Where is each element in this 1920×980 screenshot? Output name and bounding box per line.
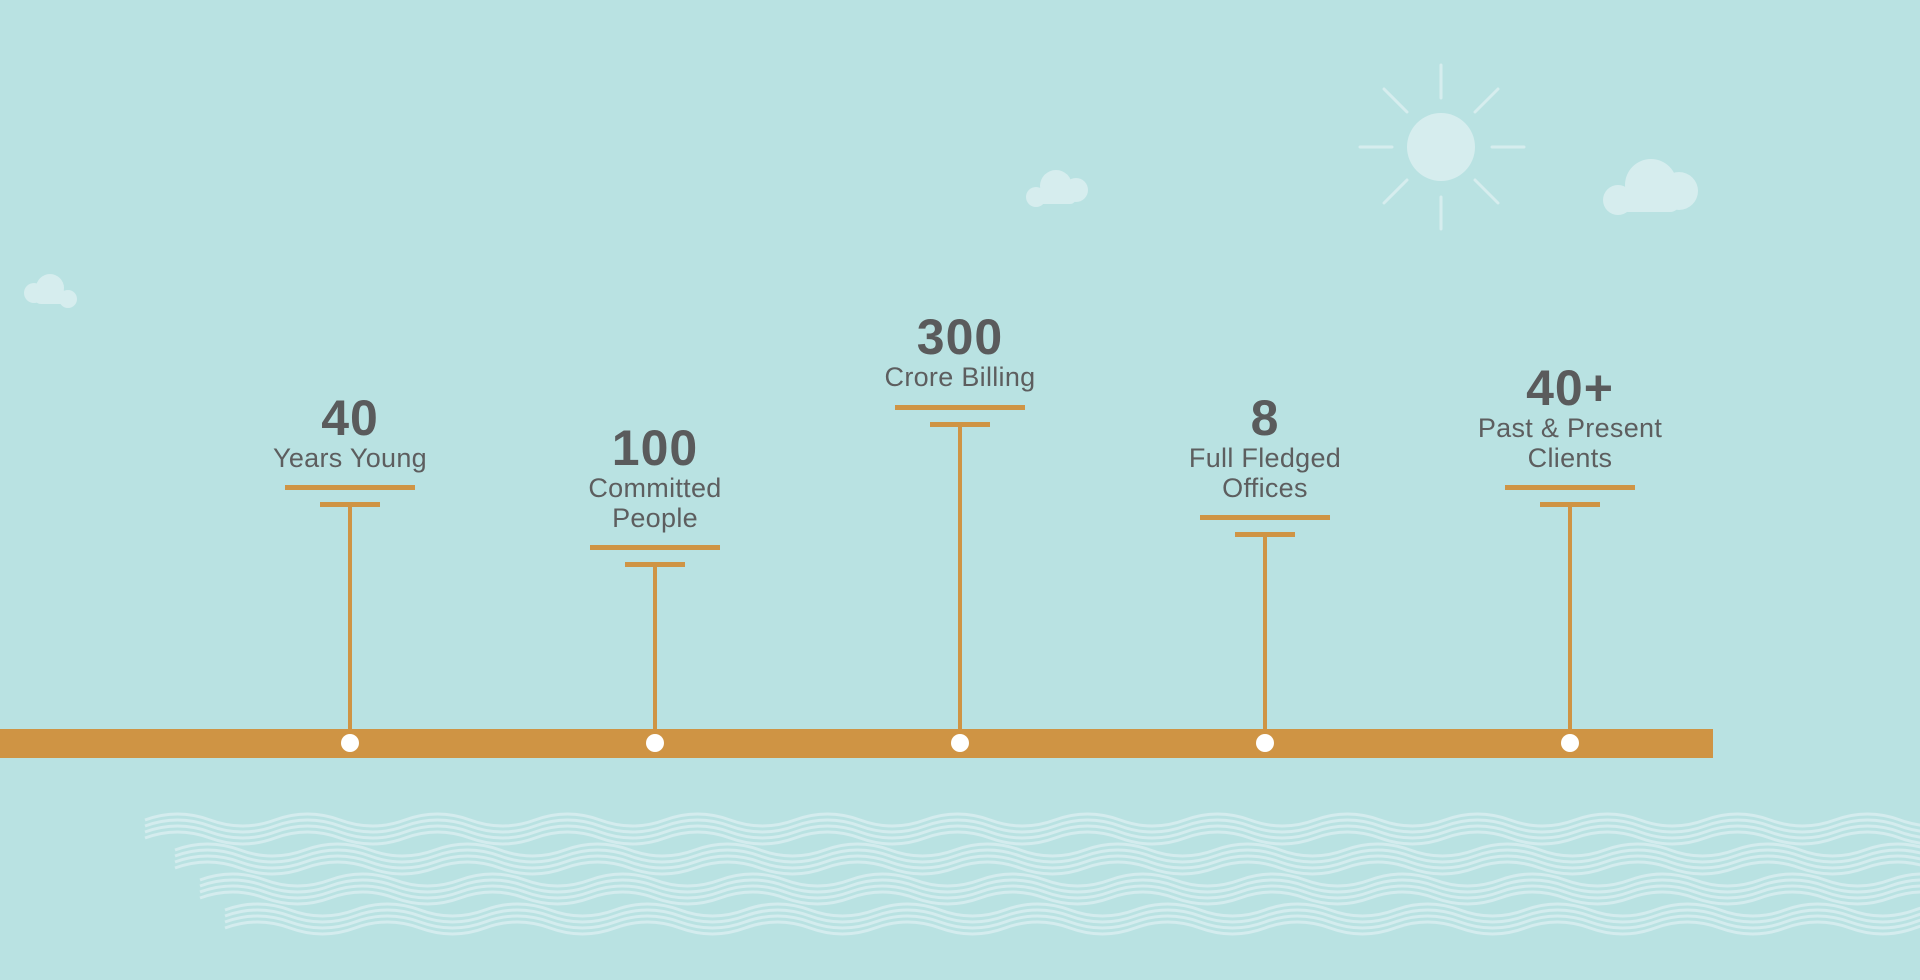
pole-stem xyxy=(958,422,962,734)
timeline-dot xyxy=(1256,734,1274,752)
stat-label: People xyxy=(612,503,698,533)
wave-line xyxy=(144,812,1920,828)
timeline-dot xyxy=(341,734,359,752)
wave-line xyxy=(224,914,1920,930)
stat-label: Committed xyxy=(588,473,722,503)
stat-years: 40 Years Young xyxy=(230,393,470,473)
wave-line xyxy=(199,890,1920,906)
stat-billing: 300 Crore Billing xyxy=(840,312,1080,392)
wave-line xyxy=(224,920,1920,936)
wave-line xyxy=(199,878,1920,894)
timeline-dot xyxy=(951,734,969,752)
pole-top-bar xyxy=(1505,485,1635,490)
stat-label: Years Young xyxy=(273,443,427,473)
wave-line xyxy=(174,842,1920,858)
pole-stem xyxy=(1263,532,1267,734)
pole-stem xyxy=(348,502,352,734)
pole-top-bar xyxy=(285,485,415,490)
wave-line xyxy=(144,818,1920,834)
pole-stem xyxy=(1568,502,1572,734)
timeline-bar xyxy=(0,729,1713,758)
stat-label: Full Fledged xyxy=(1188,443,1342,473)
wave-line xyxy=(174,860,1920,876)
pole-stem xyxy=(653,562,657,734)
stat-label: Past & Present xyxy=(1477,413,1663,443)
stat-value: 40 xyxy=(321,390,379,446)
wave-line xyxy=(199,872,1920,888)
pole-top-bar xyxy=(590,545,720,550)
stat-value: 300 xyxy=(916,309,1004,365)
wave-line xyxy=(174,854,1920,870)
stat-label: Offices xyxy=(1222,473,1308,503)
cloud-icon xyxy=(24,274,77,308)
stat-people: 100 Committed People xyxy=(535,423,775,533)
sun-icon xyxy=(1358,63,1526,231)
wave-line xyxy=(199,884,1920,900)
wave-line xyxy=(144,824,1920,840)
stat-value: 100 xyxy=(611,420,699,476)
wave-line xyxy=(144,830,1920,846)
cloud-icon xyxy=(1026,170,1088,207)
stat-offices: 8 Full Fledged Offices xyxy=(1145,393,1385,503)
stat-value: 40+ xyxy=(1526,360,1614,416)
stat-label: Crore Billing xyxy=(884,362,1036,392)
stat-label: Clients xyxy=(1527,443,1613,473)
cloud-icon xyxy=(1603,159,1698,215)
timeline-dot xyxy=(1561,734,1579,752)
pole-top-bar xyxy=(895,405,1025,410)
stat-value: 8 xyxy=(1250,390,1280,446)
stat-clients: 40+ Past & Present Clients xyxy=(1450,363,1690,473)
pole-top-bar xyxy=(1200,515,1330,520)
timeline-dot xyxy=(646,734,664,752)
wave-line xyxy=(174,848,1920,864)
wave-line xyxy=(224,908,1920,924)
wave-line xyxy=(224,902,1920,918)
